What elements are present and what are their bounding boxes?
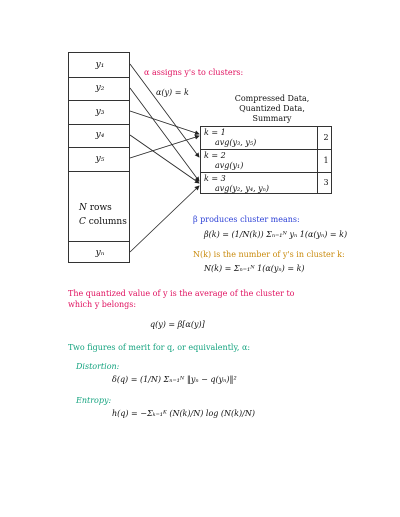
arrow-y5-to-k1 [129,134,200,159]
nk-description: N(k) is the number of y's in cluster k: [193,250,345,259]
row-y1: y₁ [95,60,105,70]
distortion-label: Distortion: [76,362,120,371]
cluster-2-label: k = 2 [204,151,226,160]
merit-description: Two figures of merit for q, or equivalen… [68,343,251,352]
quantized-text-line1: The quantized value of y is the average … [68,289,295,298]
cluster-divider [201,172,331,173]
row-y4: y₄ [95,130,105,140]
columns-caption: C columns [79,217,127,227]
row-yN: yₙ [95,248,105,258]
row-y2: y₂ [95,83,105,93]
cluster-1-avg: avg(y₃, y₅) [215,138,257,147]
cluster-3-count: 3 [323,178,329,187]
arrow-yN-to-k3 [129,185,200,253]
count-column-divider [317,127,318,193]
cluster-1-label: k = 1 [204,128,226,137]
row-divider [69,124,129,125]
summary-title-2: Quantized Data, [239,104,305,113]
beta-formula: β(k) = (1/N(k)) Σₙ₌₁ᴺ yₙ 1(α(yₙ) = k) [204,230,348,239]
cluster-3-label: k = 3 [204,174,226,183]
beta-description: β produces cluster means: [193,215,300,224]
row-divider [69,171,129,172]
row-divider [69,147,129,148]
row-divider [69,77,129,78]
cluster-2-count: 1 [323,156,329,165]
arrow-y4-to-k3 [129,134,200,184]
cluster-3-avg: avg(y₂, y₄, yₙ) [215,184,270,193]
row-divider [69,241,129,242]
row-divider [69,100,129,101]
arrow-y1-to-k2 [129,63,200,158]
alpha-description: α assigns y's to clusters: [144,68,243,77]
row-y3: y₃ [95,107,105,117]
alpha-label: α assigns y's to clusters: [144,68,244,77]
nk-formula: N(k) = Σₙ₌₁ᴺ 1(α(yₙ) = k) [204,264,305,273]
entropy-label: Entropy: [76,396,112,405]
quantized-text-line2: which y belongs: [68,300,137,309]
data-rows-table: y₁ y₂ y₃ y₄ y₅ yₙ N rows C columns [68,52,130,263]
distortion-formula: δ(q) = (1/N) Σₙ₌₁ᴺ ‖yₙ − q(yₙ)‖² [112,375,237,384]
cluster-1-count: 2 [323,133,329,142]
cluster-summary-table: k = 1 avg(y₃, y₅) 2 k = 2 avg(y₁) 1 k = … [200,126,332,194]
summary-title-1: Compressed Data, [234,94,310,103]
row-y5: y₅ [95,154,105,164]
summary-title-3: Summary [252,114,292,123]
alpha-formula: α(y) = k [156,88,189,97]
quantized-formula: q(y) = β[α(y)] [150,320,205,329]
arrow-y2-to-k3 [129,87,200,182]
entropy-formula: h(q) = −Σₖ₌₁ᴷ (N(k)/N) log (N(k)/N) [112,409,255,418]
rows-caption: N rows [79,203,112,213]
arrow-y3-to-k1 [129,110,200,136]
cluster-2-avg: avg(y₁) [215,161,244,170]
cluster-divider [201,149,331,150]
